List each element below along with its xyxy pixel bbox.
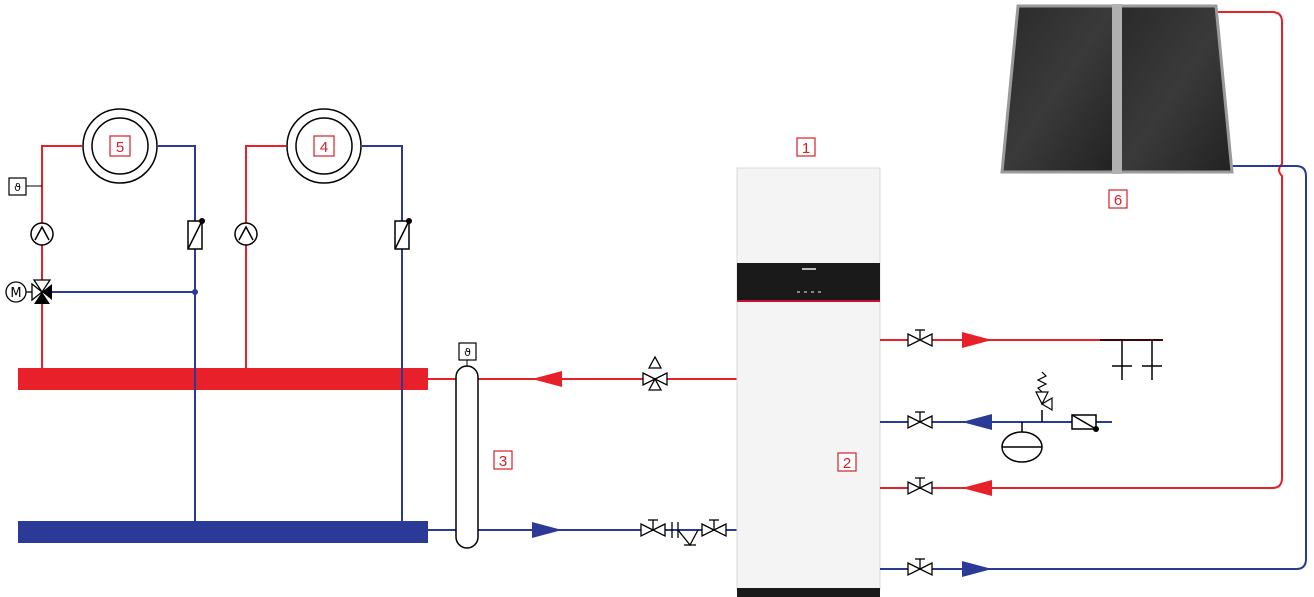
shutoff-valve-icon	[701, 519, 727, 538]
solar-return-pipe	[880, 165, 1307, 577]
label-hydraulic-separator: 3	[493, 450, 513, 470]
safety-valve-icon	[1035, 371, 1053, 412]
motor-icon: M	[5, 281, 32, 303]
label-boiler: 1	[796, 137, 816, 157]
solar-flow-pipe	[880, 11, 1283, 496]
heating-circuit-4	[245, 145, 403, 521]
temperature-sensor-icon: ϑ	[8, 177, 42, 196]
svg-text:6: 6	[1114, 192, 1122, 209]
boiler-unit	[736, 167, 881, 597]
shutoff-valve-icon	[642, 355, 668, 391]
svg-text:5: 5	[116, 139, 124, 156]
label-heating-circuit-5: 5	[109, 135, 131, 157]
svg-text:M: M	[10, 286, 21, 301]
svg-text:ϑ: ϑ	[14, 181, 21, 194]
label-heating-circuit-4: 4	[313, 135, 335, 157]
shutoff-valve-icon	[907, 477, 933, 496]
boiler-return-pipe	[428, 522, 737, 538]
pump-icon	[30, 222, 54, 246]
hydraulic-separator-icon: ϑ	[455, 342, 479, 549]
check-valve-icon	[1071, 414, 1099, 432]
svg-text:2: 2	[843, 455, 851, 472]
shutoff-valve-icon	[907, 329, 933, 348]
label-dhw-cylinder: 2	[837, 452, 857, 472]
boiler-flow-pipe	[428, 371, 737, 387]
mixing-valve-icon	[31, 279, 52, 304]
svg-text:1: 1	[802, 140, 810, 157]
expansion-vessel-icon	[1001, 431, 1043, 463]
shutoff-valve-icon	[907, 411, 933, 430]
check-valve-icon	[187, 218, 205, 250]
flow-header	[18, 368, 428, 390]
svg-text:4: 4	[320, 139, 328, 156]
label-solar-collectors: 6	[1108, 189, 1128, 209]
check-valve-icon	[394, 218, 412, 250]
shutoff-valve-icon	[640, 519, 666, 538]
solar-collectors	[1000, 4, 1234, 174]
return-header	[18, 521, 428, 543]
shutoff-valve-icon	[907, 558, 933, 577]
svg-text:ϑ: ϑ	[464, 346, 471, 359]
strainer-icon	[671, 522, 699, 547]
heating-circuit-5	[41, 145, 198, 521]
pump-icon	[234, 222, 258, 246]
svg-text:3: 3	[499, 453, 507, 470]
